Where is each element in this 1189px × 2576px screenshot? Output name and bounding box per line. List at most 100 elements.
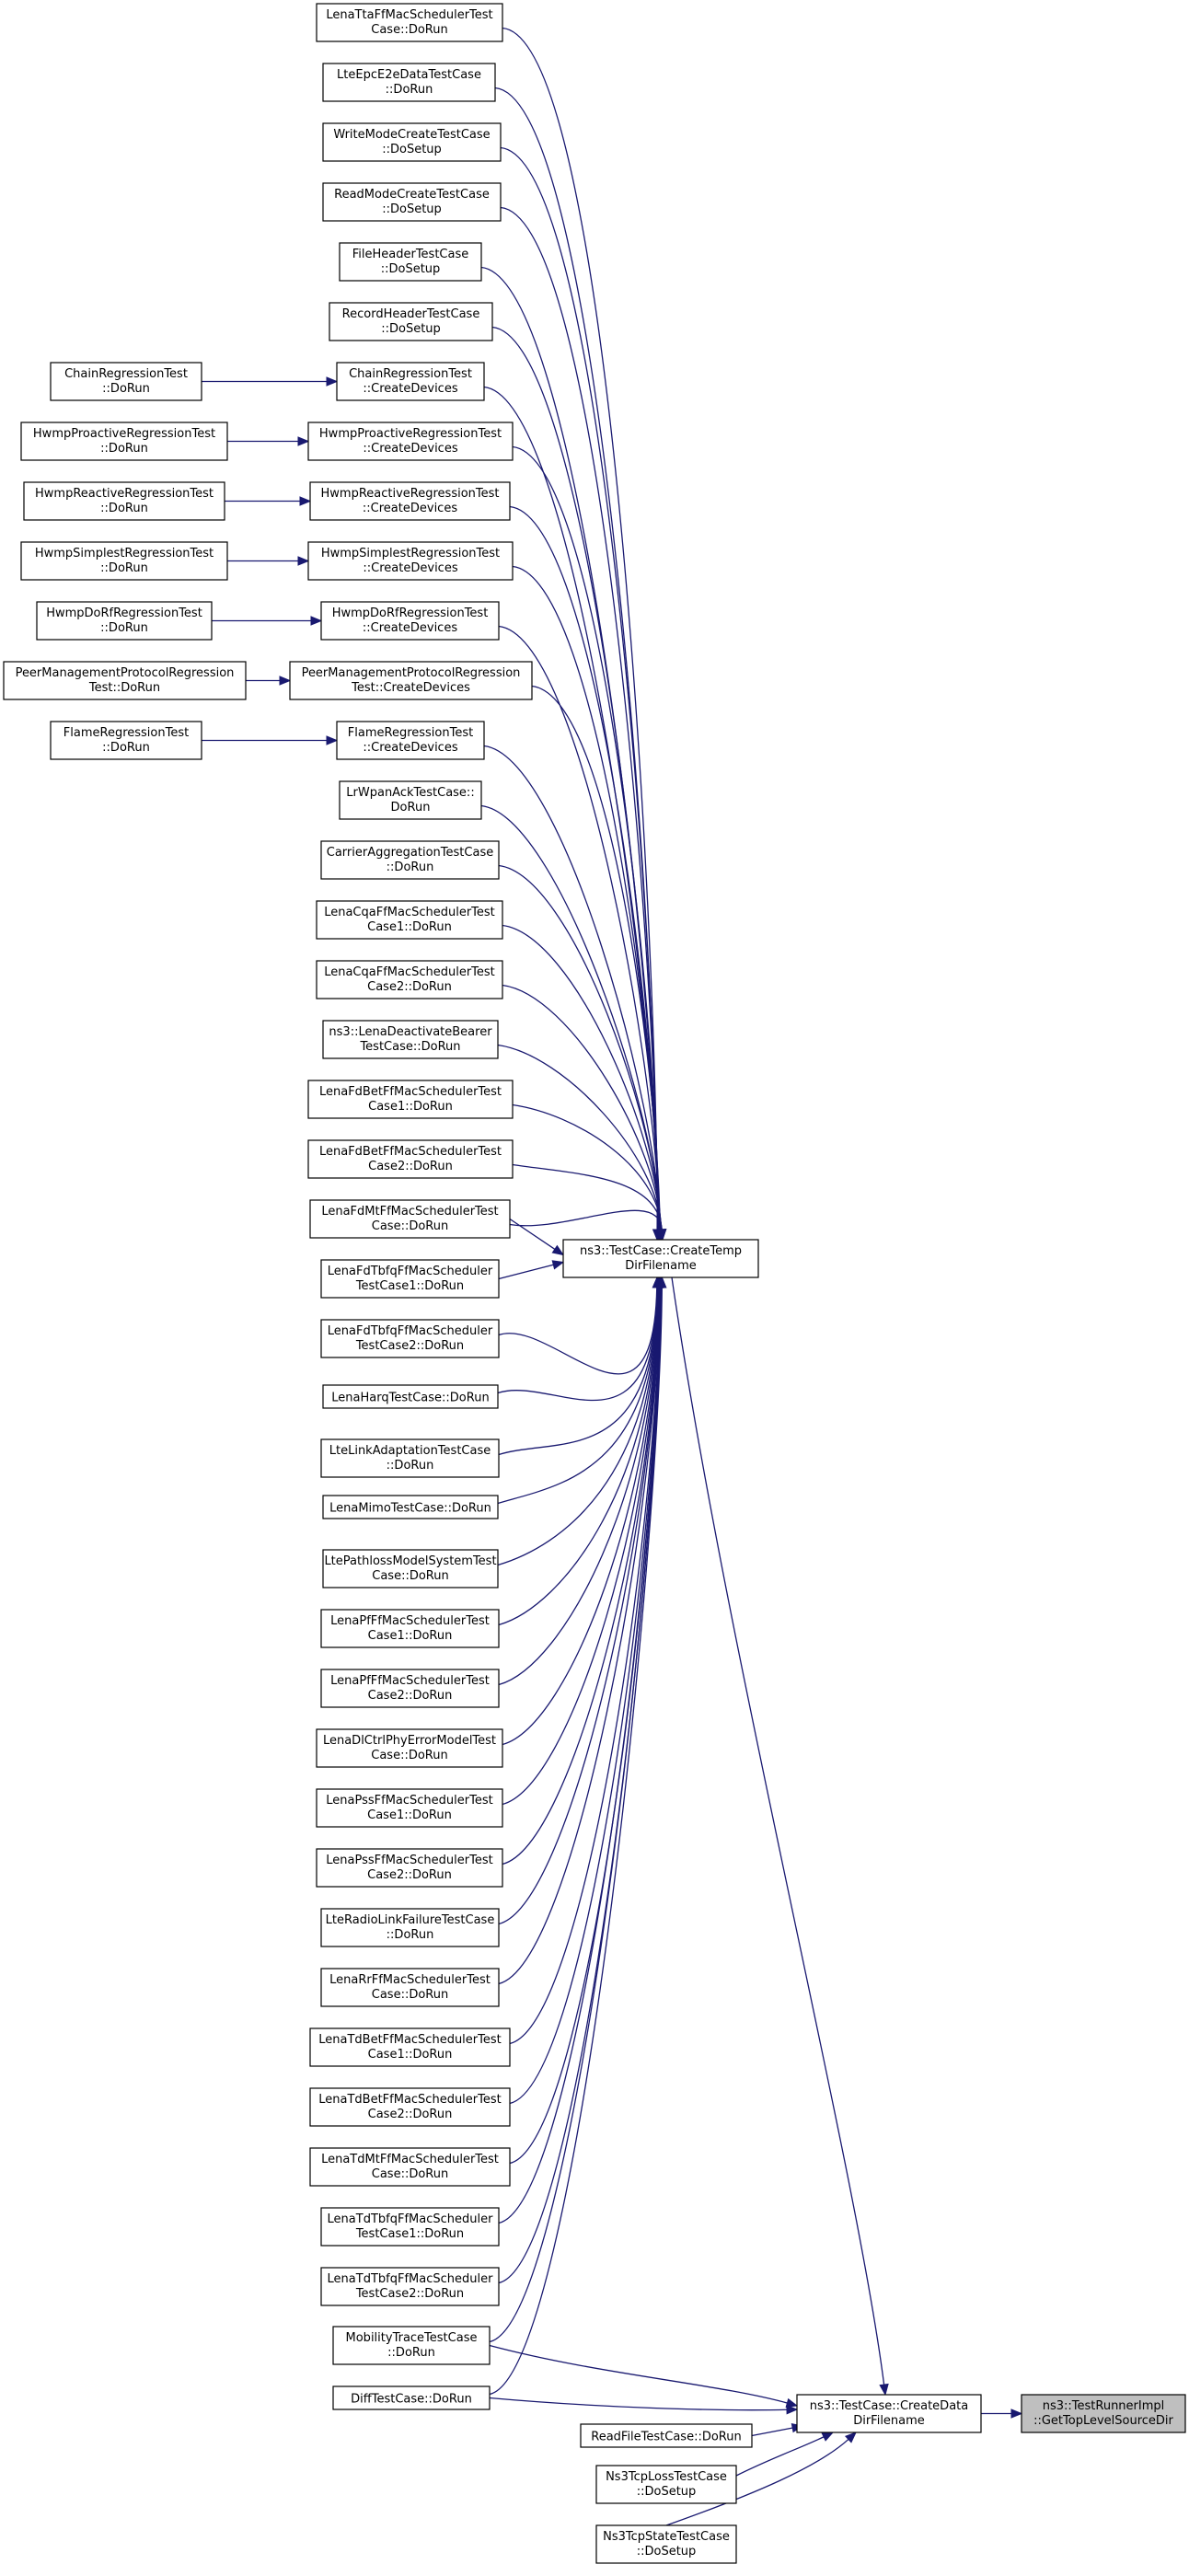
call-edge	[502, 984, 663, 1231]
node-box	[309, 481, 511, 521]
node-label-line: LenaCqaFfMacSchedulerTest	[324, 965, 495, 979]
node-n4[interactable]: ReadModeCreateTestCase::DoSetup	[322, 182, 502, 222]
node-box	[1021, 2394, 1186, 2433]
node-n40[interactable]: MobilityTraceTestCase::DoRun	[332, 2326, 491, 2365]
node-n13[interactable]: FlameRegressionTest::CreateDevices	[336, 721, 485, 760]
node-label-line: FileHeaderTestCase	[352, 248, 469, 261]
node-n8[interactable]: HwmpProactiveRegressionTest::CreateDevic…	[307, 422, 514, 461]
node-box	[316, 960, 503, 999]
node-n41[interactable]: DiffTestCase::DoRun	[332, 2385, 491, 2410]
node-box	[322, 122, 502, 162]
node-tcpstate[interactable]: Ns3TcpStateTestCase::DoSetup	[595, 2524, 737, 2564]
node-n7c[interactable]: ChainRegressionTest::DoRun	[50, 362, 202, 401]
node-n9c[interactable]: HwmpReactiveRegressionTest::DoRun	[23, 481, 225, 521]
node-n26[interactable]: LenaMimoTestCase::DoRun	[322, 1495, 499, 1519]
node-label-line: LenaFdMtFfMacSchedulerTest	[321, 1205, 498, 1219]
node-n13c[interactable]: FlameRegressionTest::DoRun	[50, 721, 202, 760]
node-tcploss[interactable]: Ns3TcpLossTestCase::DoSetup	[595, 2465, 737, 2504]
call-edge	[498, 1286, 659, 1456]
call-edge	[509, 1286, 662, 2105]
node-n9[interactable]: HwmpReactiveRegressionTest::CreateDevice…	[309, 481, 511, 521]
call-edge	[483, 745, 662, 1231]
node-n10c[interactable]: HwmpSimplestRegressionTest::DoRun	[20, 541, 228, 581]
node-label-line: HwmpProactiveRegressionTest	[319, 427, 502, 441]
node-n11[interactable]: HwmpDoRfRegressionTest::CreateDevices	[320, 601, 500, 641]
node-top[interactable]: ns3::TestRunnerImpl::GetTopLevelSourceDi…	[1021, 2394, 1186, 2433]
node-label-line: ReadModeCreateTestCase	[334, 188, 490, 202]
node-n3[interactable]: WriteModeCreateTestCase::DoSetup	[322, 122, 502, 162]
call-edge	[509, 1218, 557, 1251]
node-n15[interactable]: CarrierAggregationTestCase::DoRun	[320, 840, 500, 880]
node-label-line: TestCase2::DoRun	[355, 1339, 464, 1353]
node-label-line: Case::DoRun	[371, 1749, 447, 1762]
node-label-line: Case::DoRun	[372, 1219, 448, 1233]
node-readfile[interactable]: ReadFileTestCase::DoRun	[580, 2423, 753, 2448]
call-edge	[498, 1286, 658, 1375]
node-label-line: LrWpanAckTestCase::	[346, 786, 474, 800]
node-label-line: Case2::DoRun	[367, 1868, 452, 1882]
node-label-line: MobilityTraceTestCase	[346, 2331, 478, 2345]
node-label-line: PeerManagementProtocolRegression	[16, 666, 235, 680]
call-edge	[502, 1286, 660, 1806]
node-n11c[interactable]: HwmpDoRfRegressionTest::DoRun	[36, 601, 213, 641]
node-box	[316, 1848, 503, 1888]
node-box	[336, 721, 485, 760]
node-n25[interactable]: LteLinkAdaptationTestCase::DoRun	[320, 1438, 500, 1478]
node-box	[316, 3, 503, 42]
node-n10[interactable]: HwmpSimplestRegressionTest::CreateDevice…	[307, 541, 514, 581]
node-label-line: Case2::DoRun	[367, 980, 452, 994]
node-label-line: TestCase1::DoRun	[355, 2227, 464, 2241]
node-label-line: ::DoSetup	[382, 143, 442, 156]
call-edge	[497, 1286, 659, 1505]
call-edge	[500, 206, 659, 1231]
node-n12[interactable]: PeerManagementProtocolRegressionTest::Cr…	[289, 661, 533, 700]
node-box	[289, 661, 533, 700]
node-label-line: ::DoRun	[387, 1459, 434, 1473]
node-n12c[interactable]: PeerManagementProtocolRegressionTest::Do…	[3, 661, 247, 700]
node-n33[interactable]: LteRadioLinkFailureTestCase::DoRun	[320, 1908, 500, 1947]
node-label-line: WriteModeCreateTestCase	[333, 128, 490, 142]
call-edge	[512, 1163, 663, 1231]
node-box	[320, 1968, 500, 2007]
node-n5[interactable]: FileHeaderTestCase::DoSetup	[339, 242, 482, 282]
edge-arrowhead	[326, 376, 339, 387]
node-label-line: Case1::DoRun	[367, 920, 452, 934]
node-label-line: Ns3TcpLossTestCase	[606, 2470, 727, 2484]
node-label-line: ::DoSetup	[382, 202, 442, 216]
node-n7[interactable]: ChainRegressionTest::CreateDevices	[336, 362, 485, 401]
node-n14[interactable]: LrWpanAckTestCase::DoRun	[339, 780, 482, 820]
node-n2[interactable]: LteEpcE2eDataTestCase::DoRun	[322, 63, 496, 102]
node-n6[interactable]: RecordHeaderTestCase::DoSetup	[329, 302, 493, 341]
call-edge	[509, 505, 661, 1231]
node-label-line: ::CreateDevices	[363, 561, 457, 575]
node-box	[309, 2087, 511, 2127]
node-box	[316, 900, 503, 940]
node-n24[interactable]: LenaHarqTestCase::DoRun	[322, 1384, 499, 1409]
node-n8c[interactable]: HwmpProactiveRegressionTest::DoRun	[20, 422, 228, 461]
call-edge	[489, 2397, 789, 2411]
call-edge	[498, 1286, 659, 1626]
